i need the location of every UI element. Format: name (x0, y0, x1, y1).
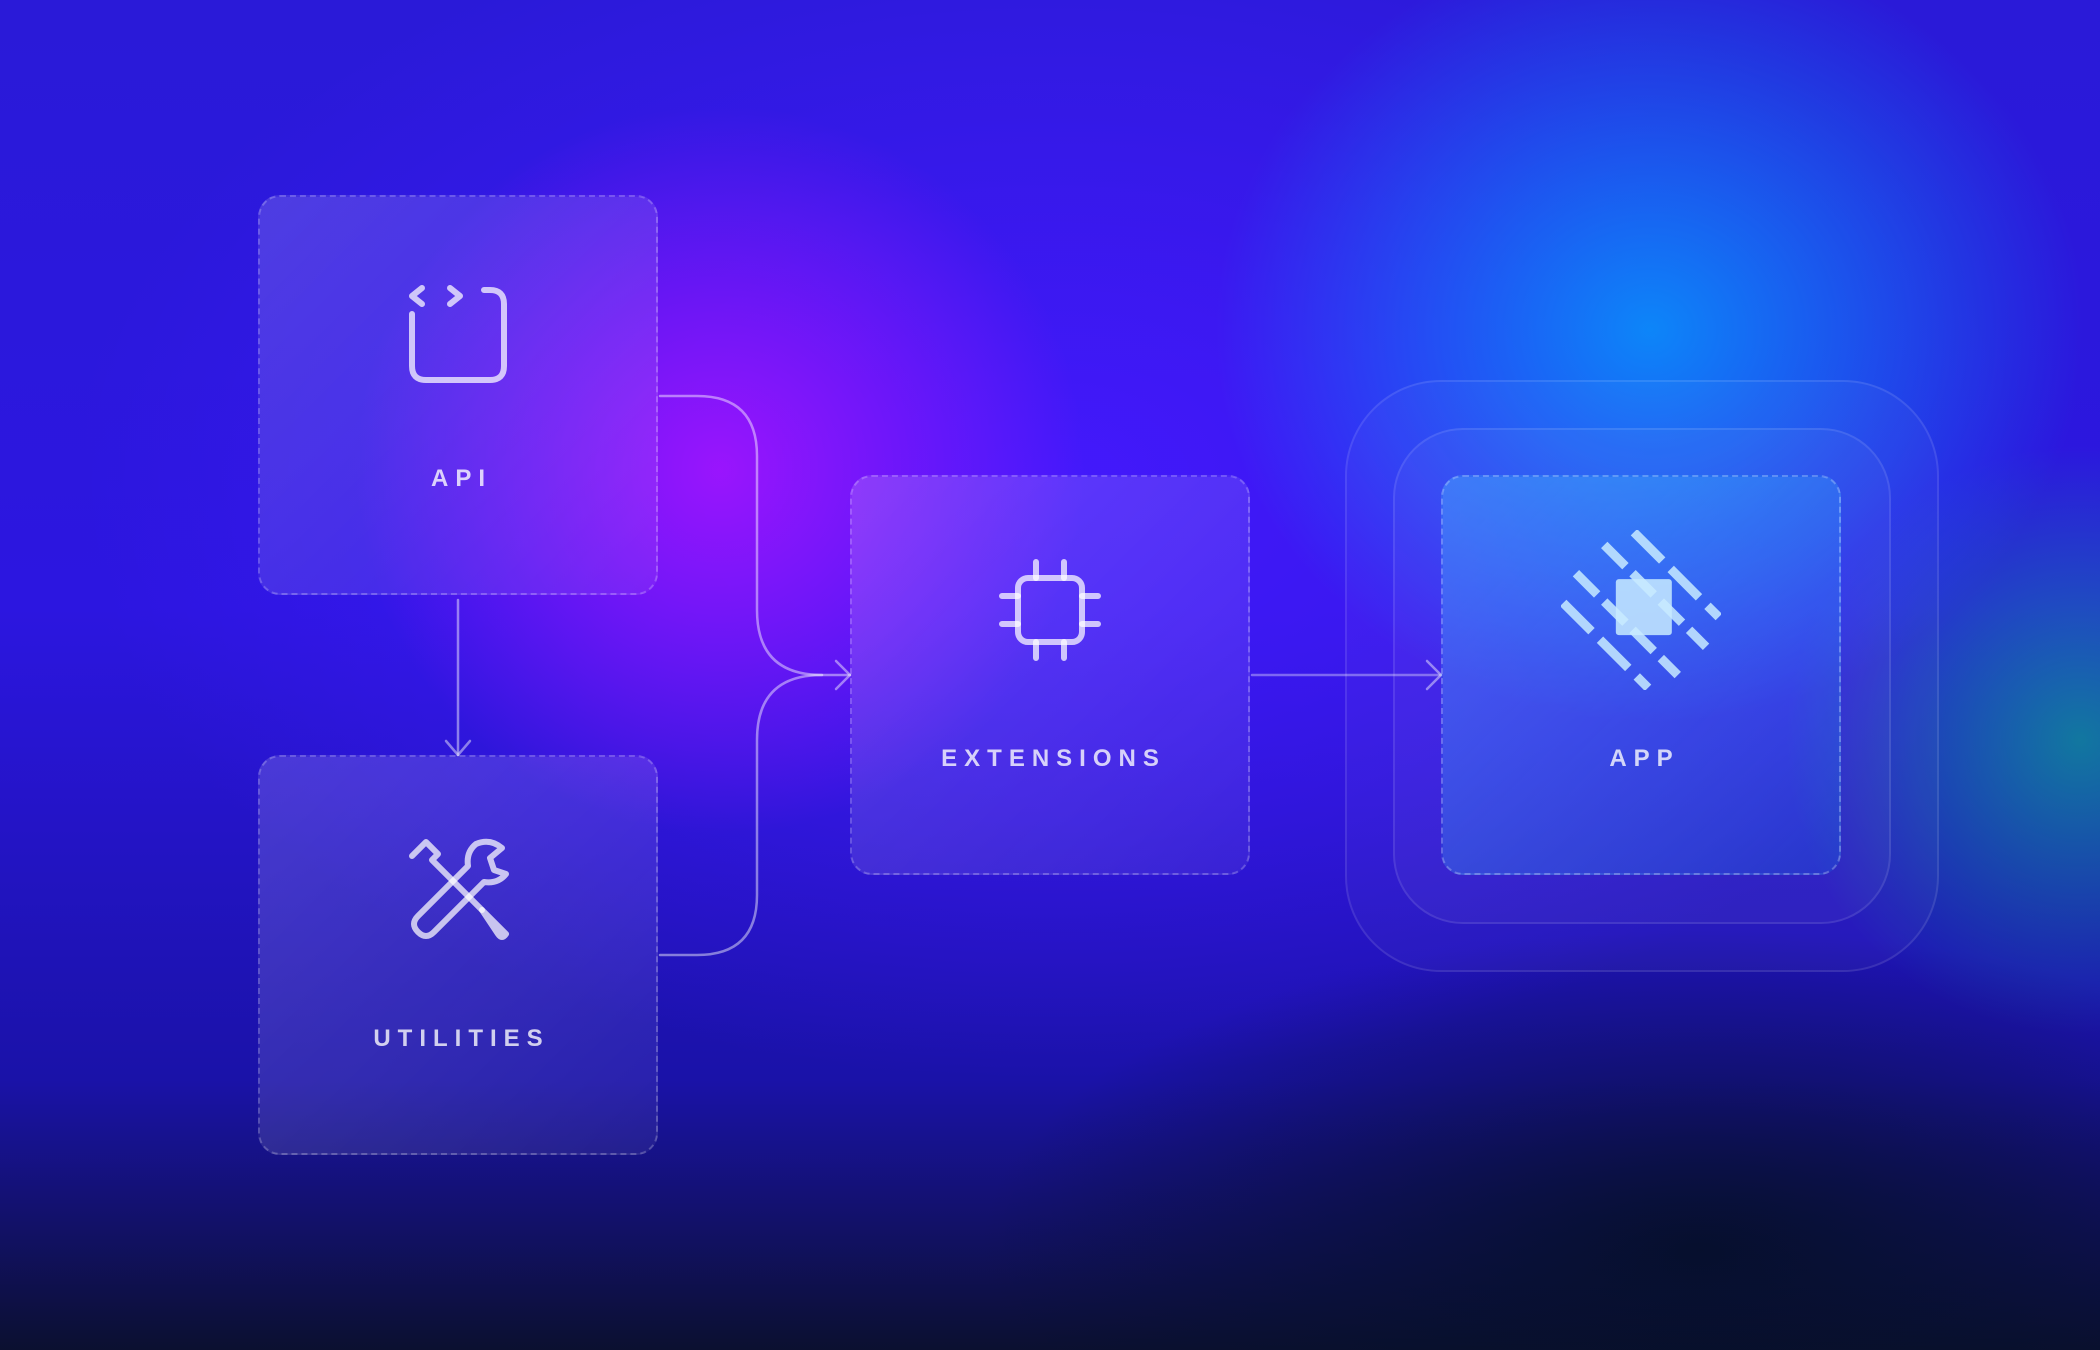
chip-icon (999, 559, 1101, 661)
code-window-icon (409, 285, 507, 383)
edge-utilities-extensions (658, 673, 824, 957)
node-extensions-label: EXTENSIONS (941, 745, 1166, 772)
edge-api-extensions (658, 394, 852, 677)
arrowhead-api-utilities (444, 739, 472, 757)
arrowhead-app (1425, 659, 1443, 691)
node-app-label: APP (1609, 745, 1680, 772)
arrowhead-extensions (834, 659, 852, 691)
node-app: APP (1441, 475, 1841, 875)
node-api-label: API (430, 465, 492, 492)
node-api: API (258, 195, 658, 595)
node-utilities: UTILITIES (258, 755, 658, 1155)
app-logo-icon (1561, 530, 1721, 690)
tools-icon (409, 838, 509, 940)
app-halo-outer (1345, 380, 1939, 972)
node-extensions: EXTENSIONS (850, 475, 1250, 875)
node-utilities-label: UTILITIES (373, 1025, 550, 1052)
